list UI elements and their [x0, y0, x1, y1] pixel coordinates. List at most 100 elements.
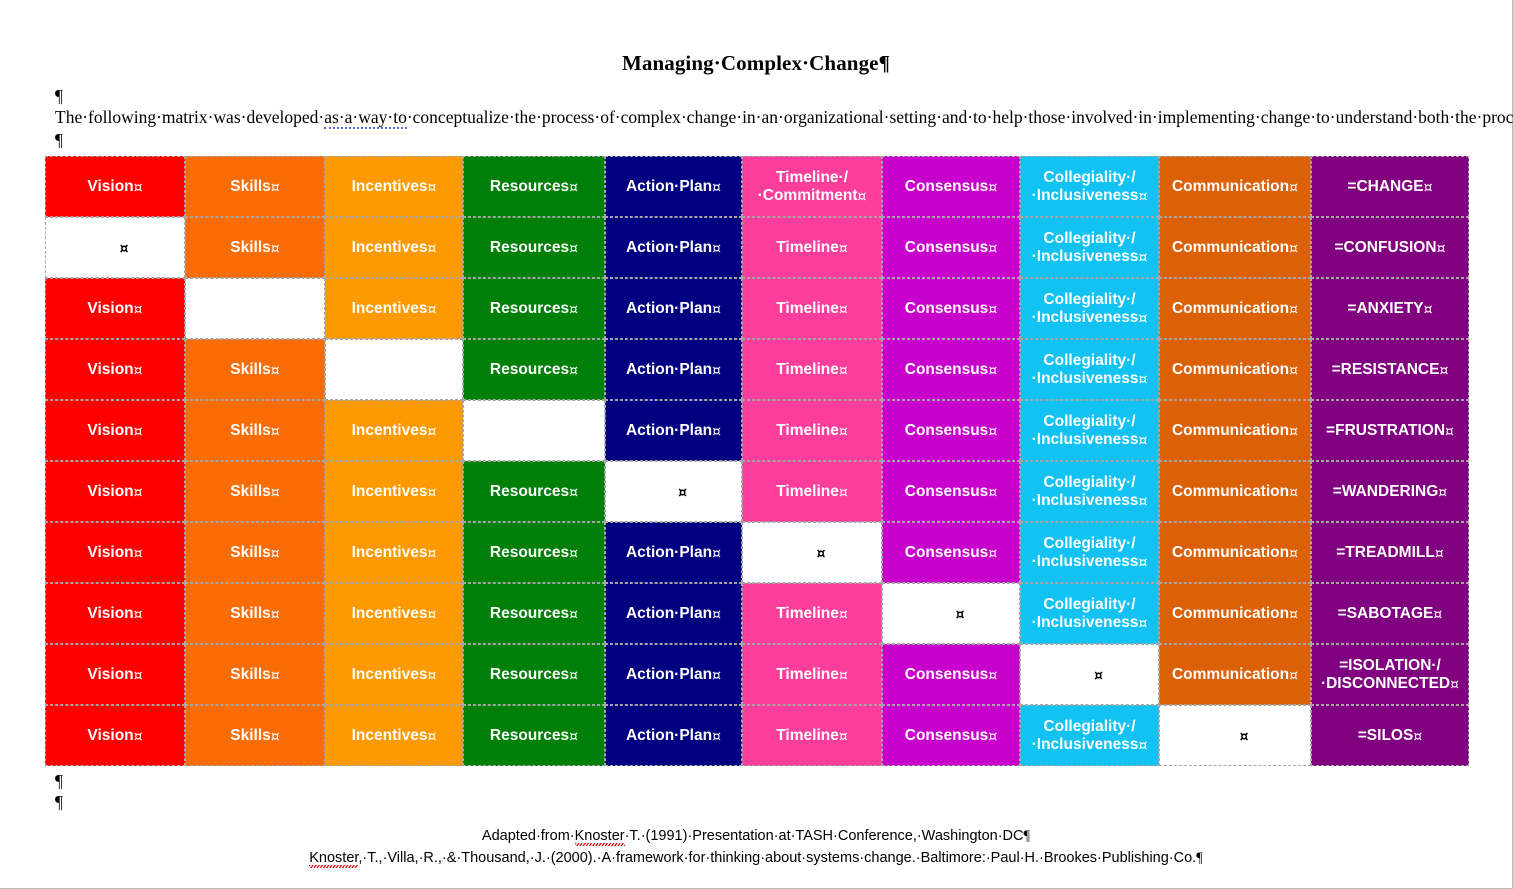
matrix-cell-missing-incentives[interactable]: *** [325, 339, 463, 401]
matrix-cell-resources[interactable]: Resources¤ [463, 583, 605, 645]
matrix-cell-incentives[interactable]: Incentives¤ [325, 583, 463, 645]
matrix-cell-timeline[interactable]: Timeline¤ [742, 644, 882, 706]
matrix-cell-consensus[interactable]: Consensus¤ [882, 278, 1020, 340]
matrix-cell-consensus[interactable]: Consensus¤ [882, 400, 1020, 462]
matrix-cell-incentives[interactable]: Incentives¤ [325, 400, 463, 462]
matrix-cell-missing-skills[interactable]: *** [185, 278, 325, 340]
matrix-cell-resources[interactable]: Resources¤ [463, 644, 605, 706]
matrix-cell-skills[interactable]: Skills¤ [185, 156, 325, 218]
matrix-cell-action[interactable]: Action·Plan¤ [605, 156, 742, 218]
matrix-cell-skills[interactable]: Skills¤ [185, 217, 325, 279]
matrix-cell-skills[interactable]: Skills¤ [185, 522, 325, 584]
matrix-cell-result[interactable]: =TREADMILL¤ [1311, 522, 1469, 584]
matrix-cell-consensus[interactable]: Consensus¤ [882, 644, 1020, 706]
matrix-cell-skills[interactable]: Skills¤ [185, 705, 325, 767]
matrix-cell-action[interactable]: Action·Plan¤ [605, 400, 742, 462]
matrix-cell-incentives[interactable]: Incentives¤ [325, 156, 463, 218]
matrix-cell-communication[interactable]: Communication¤ [1159, 461, 1311, 523]
matrix-cell-result[interactable]: =WANDERING¤ [1311, 461, 1469, 523]
matrix-cell-vision[interactable]: Vision¤ [45, 400, 185, 462]
matrix-cell-communication[interactable]: Communication¤ [1159, 278, 1311, 340]
matrix-cell-collegiality[interactable]: Collegiality·/·Inclusiveness¤ [1020, 522, 1159, 584]
matrix-cell-collegiality[interactable]: Collegiality·/·Inclusiveness¤ [1020, 705, 1159, 767]
managing-complex-change-matrix[interactable]: Vision¤Skills¤Incentives¤Resources¤Actio… [45, 156, 1469, 767]
matrix-cell-consensus[interactable]: Consensus¤ [882, 705, 1020, 767]
matrix-cell-collegiality[interactable]: Collegiality·/·Inclusiveness¤ [1020, 400, 1159, 462]
matrix-cell-consensus[interactable]: Consensus¤ [882, 522, 1020, 584]
matrix-cell-consensus[interactable]: Consensus¤ [882, 156, 1020, 218]
matrix-cell-resources[interactable]: Resources¤ [463, 705, 605, 767]
matrix-cell-incentives[interactable]: Incentives¤ [325, 278, 463, 340]
matrix-cell-resources[interactable]: Resources¤ [463, 522, 605, 584]
matrix-cell-resources[interactable]: Resources¤ [463, 461, 605, 523]
matrix-cell-incentives[interactable]: Incentives¤ [325, 461, 463, 523]
matrix-cell-vision[interactable]: Vision¤ [45, 278, 185, 340]
matrix-cell-communication[interactable]: Communication¤ [1159, 522, 1311, 584]
matrix-cell-vision[interactable]: Vision¤ [45, 583, 185, 645]
matrix-cell-vision[interactable]: Vision¤ [45, 644, 185, 706]
matrix-cell-result[interactable]: =FRUSTRATION¤ [1311, 400, 1469, 462]
matrix-cell-missing-timeline[interactable]: ***¤ [742, 522, 882, 584]
matrix-cell-communication[interactable]: Communication¤ [1159, 156, 1311, 218]
matrix-cell-missing-communication[interactable]: ***¤ [1159, 705, 1311, 767]
matrix-cell-communication[interactable]: Communication¤ [1159, 583, 1311, 645]
matrix-cell-result[interactable]: =SABOTAGE¤ [1311, 583, 1469, 645]
matrix-cell-result[interactable]: =ANXIETY¤ [1311, 278, 1469, 340]
matrix-cell-vision[interactable]: Vision¤ [45, 461, 185, 523]
matrix-cell-collegiality[interactable]: Collegiality·/·Inclusiveness¤ [1020, 278, 1159, 340]
matrix-cell-skills[interactable]: Skills¤ [185, 339, 325, 401]
matrix-cell-action[interactable]: Action·Plan¤ [605, 217, 742, 279]
matrix-cell-action[interactable]: Action·Plan¤ [605, 278, 742, 340]
matrix-cell-result[interactable]: =CHANGE¤ [1311, 156, 1469, 218]
matrix-cell-timeline[interactable]: Timeline¤ [742, 339, 882, 401]
matrix-cell-timeline[interactable]: Timeline¤ [742, 217, 882, 279]
matrix-cell-consensus[interactable]: Consensus¤ [882, 217, 1020, 279]
matrix-cell-timeline[interactable]: Timeline¤ [742, 461, 882, 523]
matrix-cell-communication[interactable]: Communication¤ [1159, 339, 1311, 401]
matrix-cell-consensus[interactable]: Consensus¤ [882, 339, 1020, 401]
matrix-cell-incentives[interactable]: Incentives¤ [325, 522, 463, 584]
matrix-cell-missing-vision[interactable]: ***¤ [45, 217, 185, 279]
matrix-cell-timeline[interactable]: Timeline¤ [742, 400, 882, 462]
matrix-cell-vision[interactable]: Vision¤ [45, 339, 185, 401]
matrix-cell-result[interactable]: =ISOLATION·/·DISCONNECTED¤ [1311, 644, 1469, 706]
matrix-cell-communication[interactable]: Communication¤ [1159, 217, 1311, 279]
matrix-cell-action[interactable]: Action·Plan¤ [605, 522, 742, 584]
matrix-cell-result[interactable]: =RESISTANCE¤ [1311, 339, 1469, 401]
matrix-cell-vision[interactable]: Vision¤ [45, 156, 185, 218]
matrix-cell-collegiality[interactable]: Collegiality·/·Inclusiveness¤ [1020, 461, 1159, 523]
matrix-cell-action[interactable]: Action·Plan¤ [605, 339, 742, 401]
matrix-cell-missing-resources[interactable]: *** [463, 400, 605, 462]
grammar-flagged-phrase[interactable]: as·a·way·to [324, 107, 407, 130]
matrix-cell-communication[interactable]: Communication¤ [1159, 400, 1311, 462]
matrix-cell-missing-action[interactable]: ***¤ [605, 461, 742, 523]
matrix-cell-vision[interactable]: Vision¤ [45, 705, 185, 767]
matrix-cell-result[interactable]: =SILOS¤ [1311, 705, 1469, 767]
matrix-cell-missing-collegiality[interactable]: ***¤ [1020, 644, 1159, 706]
matrix-cell-skills[interactable]: Skills¤ [185, 400, 325, 462]
matrix-cell-timeline[interactable]: Timeline¤ [742, 278, 882, 340]
matrix-cell-consensus[interactable]: Consensus¤ [882, 461, 1020, 523]
matrix-cell-resources[interactable]: Resources¤ [463, 339, 605, 401]
matrix-cell-resources[interactable]: Resources¤ [463, 217, 605, 279]
matrix-cell-collegiality[interactable]: Collegiality·/·Inclusiveness¤ [1020, 156, 1159, 218]
matrix-cell-skills[interactable]: Skills¤ [185, 461, 325, 523]
spellcheck-flagged-word[interactable]: Knoster [309, 849, 359, 870]
matrix-cell-action[interactable]: Action·Plan¤ [605, 583, 742, 645]
matrix-cell-collegiality[interactable]: Collegiality·/·Inclusiveness¤ [1020, 583, 1159, 645]
matrix-cell-result[interactable]: =CONFUSION¤ [1311, 217, 1469, 279]
spellcheck-flagged-word[interactable]: Knoster [574, 828, 625, 849]
matrix-cell-resources[interactable]: Resources¤ [463, 278, 605, 340]
matrix-cell-incentives[interactable]: Incentives¤ [325, 217, 463, 279]
matrix-cell-skills[interactable]: Skills¤ [185, 644, 325, 706]
matrix-cell-collegiality[interactable]: Collegiality·/·Inclusiveness¤ [1020, 339, 1159, 401]
matrix-cell-skills[interactable]: Skills¤ [185, 583, 325, 645]
matrix-cell-action[interactable]: Action·Plan¤ [605, 705, 742, 767]
matrix-cell-resources[interactable]: Resources¤ [463, 156, 605, 218]
matrix-cell-action[interactable]: Action·Plan¤ [605, 644, 742, 706]
matrix-cell-missing-consensus[interactable]: ***¤ [882, 583, 1020, 645]
matrix-cell-collegiality[interactable]: Collegiality·/·Inclusiveness¤ [1020, 217, 1159, 279]
matrix-cell-timeline[interactable]: Timeline·/·Commitment¤ [742, 156, 882, 218]
matrix-cell-incentives[interactable]: Incentives¤ [325, 644, 463, 706]
matrix-cell-timeline[interactable]: Timeline¤ [742, 705, 882, 767]
